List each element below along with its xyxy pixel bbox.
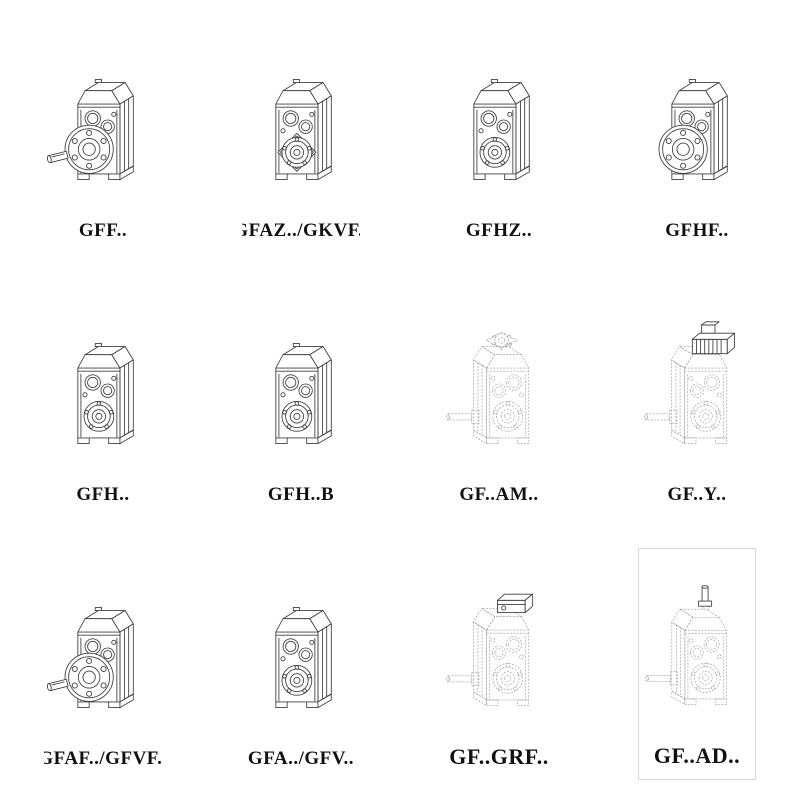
catalog-cell: GF..GRF..	[440, 548, 558, 780]
model-label: GF..AD..	[653, 743, 741, 768]
gearbox-drawing-hollow-shaft-base	[244, 286, 358, 482]
catalog-cell: GFH..	[44, 284, 162, 516]
model-label: GF..Y..	[667, 484, 727, 505]
model-label: GFA../GFV..	[247, 748, 355, 769]
catalog-cell: GFF..	[44, 20, 162, 252]
gearbox-drawing-phantom-motor	[640, 286, 754, 482]
model-label: GFAZ../GKVF..	[242, 220, 360, 241]
gearbox-drawing-flange-shaft	[46, 22, 160, 218]
catalog-cell: GFHF..	[638, 20, 756, 252]
catalog-cell: GF..Y..	[638, 284, 756, 516]
model-label: GF..GRF..	[449, 744, 549, 769]
catalog-cell: GFAZ../GKVF..	[242, 20, 360, 252]
catalog-cell: GFA../GFV..	[242, 548, 360, 780]
gearbox-drawing-phantom-input-flange	[442, 286, 556, 482]
catalog-cell: GFAF../GFVF..	[44, 548, 162, 780]
gearbox-drawing-hollow-shaft	[244, 550, 358, 746]
model-label: GFF..	[78, 220, 128, 241]
gearbox-drawing-hollow-shaft	[442, 22, 556, 218]
gearbox-drawing-phantom-cover	[442, 550, 556, 742]
catalog-cell: GF..AD..	[638, 548, 756, 780]
gearbox-drawing-flange-hollow	[640, 22, 754, 218]
model-label: GFH..B	[267, 484, 335, 505]
gearbox-drawing-flange-shaft	[46, 550, 160, 746]
gearbox-drawing-square-flange	[244, 22, 358, 218]
model-label: GFH..	[76, 484, 130, 505]
model-label: GFHZ..	[465, 220, 533, 241]
catalog-cell: GF..AM..	[440, 284, 558, 516]
model-label: GFHF..	[665, 220, 729, 241]
catalog-cell: GFHZ..	[440, 20, 558, 252]
gearbox-drawing-hollow-shaft	[46, 286, 160, 482]
catalog-cell: GFH..B	[242, 284, 360, 516]
model-label: GFAF../GFVF..	[44, 748, 162, 769]
gearbox-drawing-phantom-shaft-top	[641, 551, 753, 741]
model-label: GF..AM..	[459, 484, 539, 505]
